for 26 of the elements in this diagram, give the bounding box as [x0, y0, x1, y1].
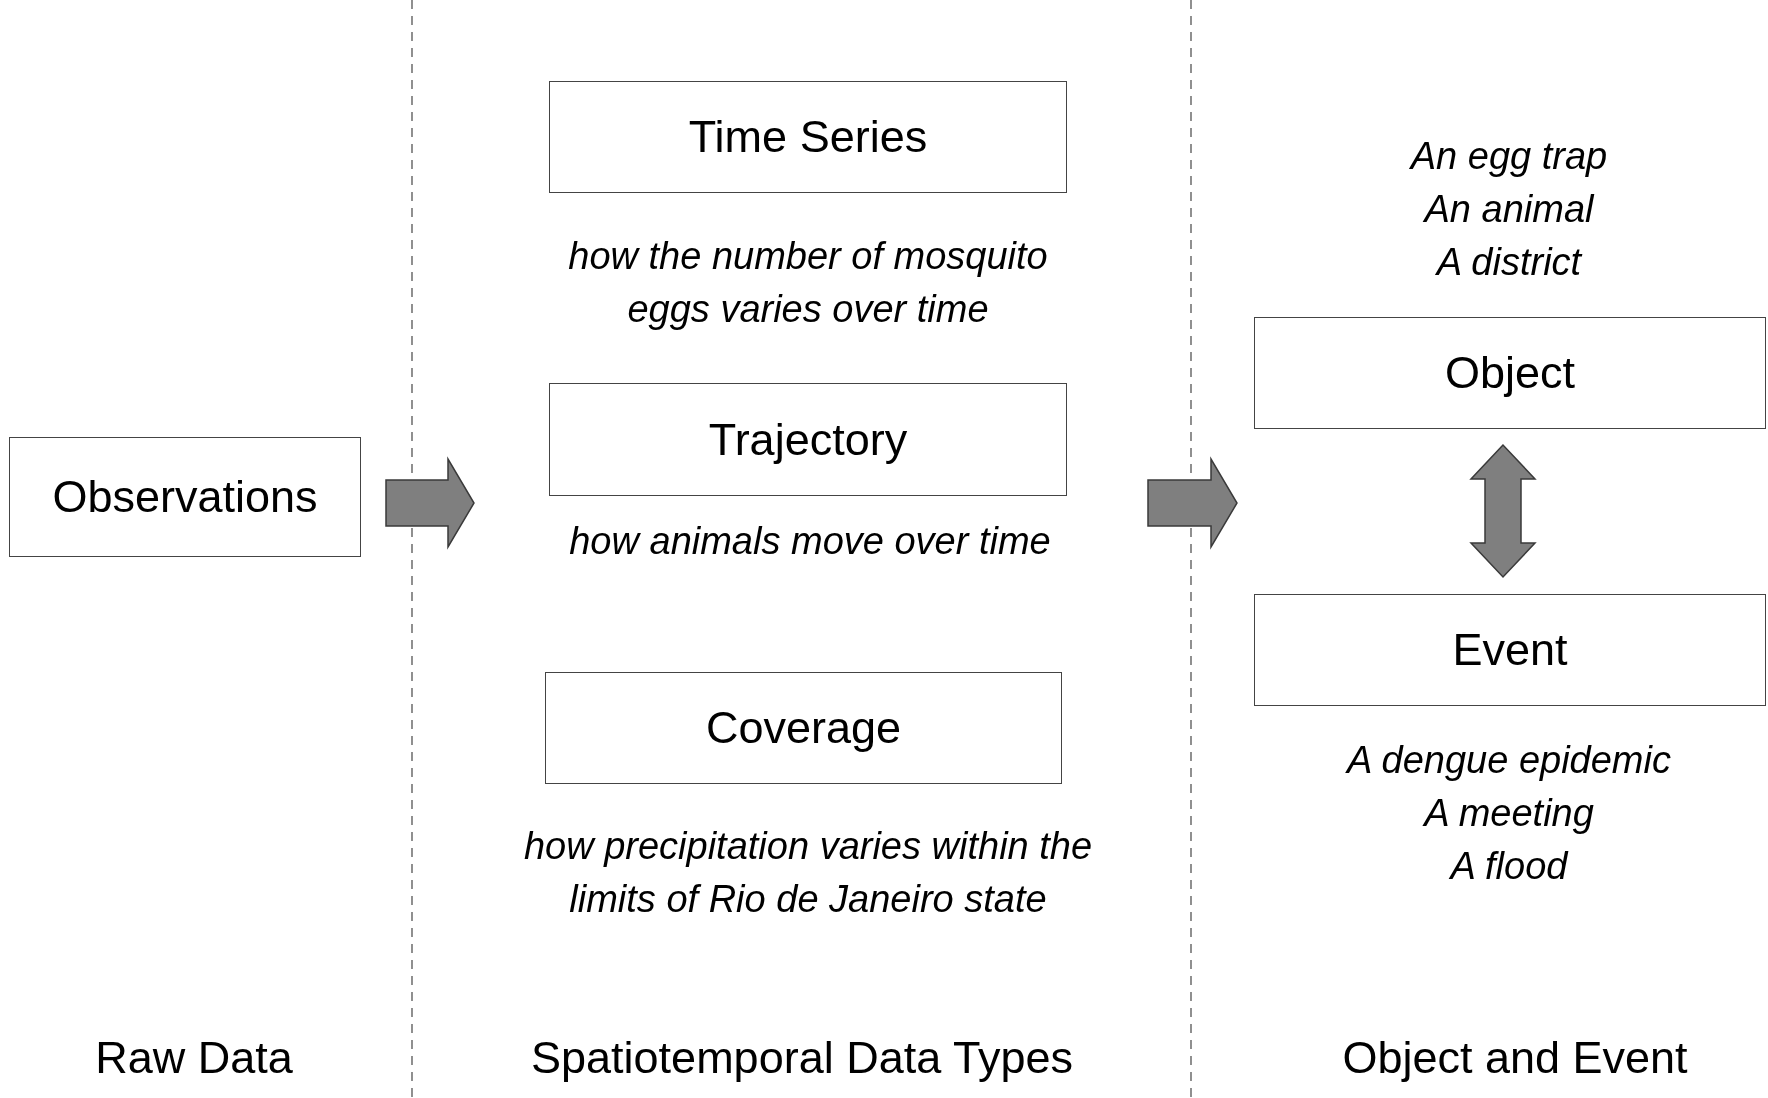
process-box: [549, 81, 1067, 193]
process-box: [9, 437, 361, 557]
column-heading: Object and Event: [1342, 1032, 1688, 1084]
example-text: how precipitation varies within the limits of Rio de Janeiro state: [522, 824, 1094, 922]
example-text: An egg trap: [1408, 134, 1609, 179]
block-arrow: [1469, 443, 1537, 579]
column-heading: Raw Data: [95, 1032, 293, 1084]
node-label: Trajectory: [708, 413, 908, 466]
node-label: Time Series: [688, 111, 928, 163]
process-box: [1254, 594, 1766, 706]
process-box: [1254, 317, 1766, 429]
example-text: how the number of mosquito eggs varies over time: [567, 234, 1049, 332]
process-box: [545, 672, 1062, 784]
example-text: A flood: [1448, 844, 1570, 889]
node-label: Event: [1452, 624, 1568, 676]
example-text: A meeting: [1421, 791, 1595, 836]
example-text: A district: [1434, 240, 1584, 285]
process-box: [549, 383, 1067, 496]
node-label: Object: [1444, 347, 1576, 399]
node-label: Coverage: [705, 702, 902, 754]
example-text: An animal: [1422, 187, 1596, 232]
block-arrow: [385, 456, 475, 550]
example-text: A dengue epidemic: [1344, 738, 1672, 783]
node-label: Observations: [52, 471, 318, 523]
column-heading: Spatiotemporal Data Types: [531, 1032, 1073, 1084]
example-text: how animals move over time: [568, 519, 1052, 564]
